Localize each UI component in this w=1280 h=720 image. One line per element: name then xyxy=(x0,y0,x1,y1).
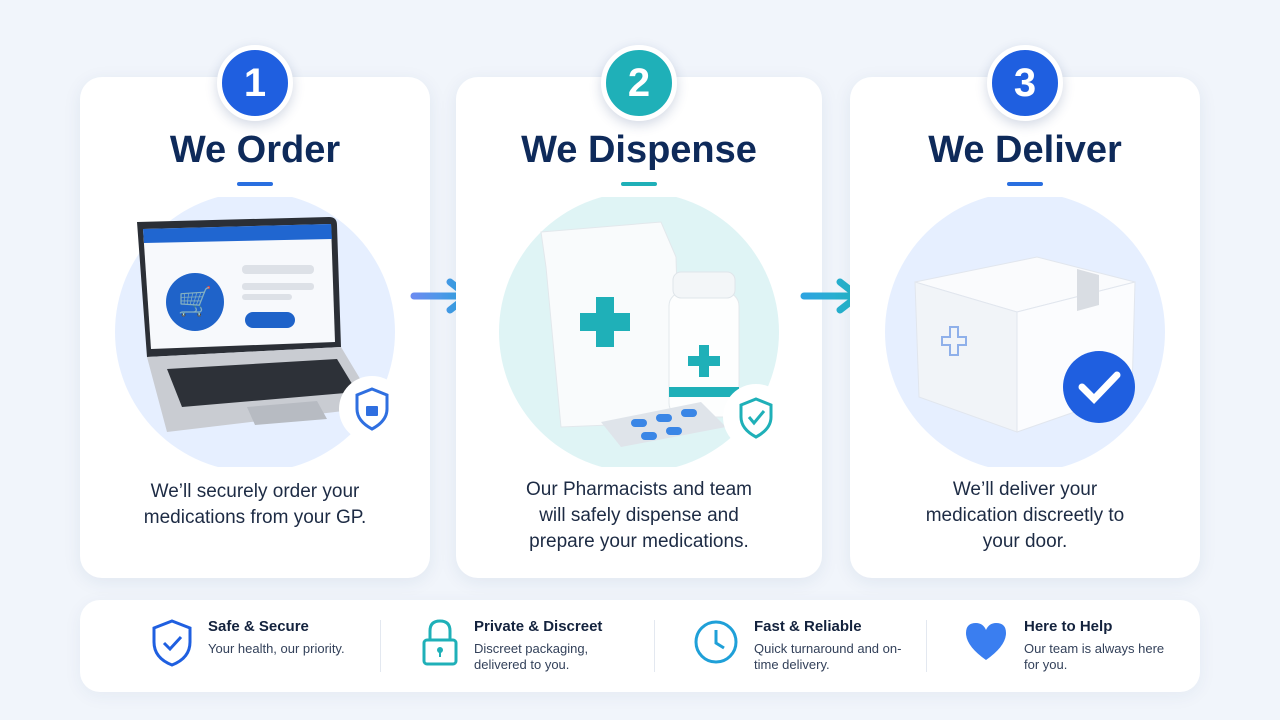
step-number-badge: 2 xyxy=(601,45,677,121)
title-underline xyxy=(1007,182,1043,186)
step-description: Our Pharmacists and team will safely dis… xyxy=(526,479,752,552)
step-description: We’ll deliver your medication discreetly… xyxy=(925,479,1125,552)
step-card-deliver: 3 We Deliver We’ll deliver your medicati… xyxy=(850,45,1200,578)
divider xyxy=(654,620,655,672)
delivery-box-illustration xyxy=(885,197,1165,467)
heart-icon xyxy=(966,623,1006,660)
step-card-dispense: 2 We Dispense Our Pharmacists and team w… xyxy=(456,45,822,578)
step-title: We Dispense xyxy=(521,129,757,171)
step-number-badge: 3 xyxy=(987,45,1063,121)
step-card-order: 1 We Order 🛒 We’ll securely order your m… xyxy=(80,45,430,578)
pharmacy-bag-illustration xyxy=(499,197,787,467)
title-underline xyxy=(237,182,273,186)
feature-title: Fast & Reliable xyxy=(754,618,862,635)
shield-check-icon xyxy=(152,619,192,667)
clock-icon xyxy=(694,620,738,664)
step-title: We Deliver xyxy=(928,129,1122,171)
feature-title: Here to Help xyxy=(1024,618,1113,635)
lock-icon xyxy=(422,619,458,666)
laptop-cart-illustration: 🛒 xyxy=(115,197,403,467)
divider xyxy=(926,620,927,672)
step-title: We Order xyxy=(169,129,341,171)
feature-title: Safe & Secure xyxy=(208,618,309,635)
feature-text: Quick turnaround and on-time delivery. xyxy=(754,641,902,672)
step-number-badge: 1 xyxy=(217,45,293,121)
feature-title: Private & Discreet xyxy=(474,618,603,635)
feature-text: Our team is always here for you. xyxy=(1024,641,1165,672)
feature-text: Discreet packaging, delivered to you. xyxy=(474,641,589,672)
svg-text:🛒: 🛒 xyxy=(178,285,213,318)
divider xyxy=(380,620,381,672)
feature-text: Your health, our priority. xyxy=(208,641,345,656)
title-underline xyxy=(621,182,657,186)
step-description: We’ll securely order your medications fr… xyxy=(143,481,367,528)
